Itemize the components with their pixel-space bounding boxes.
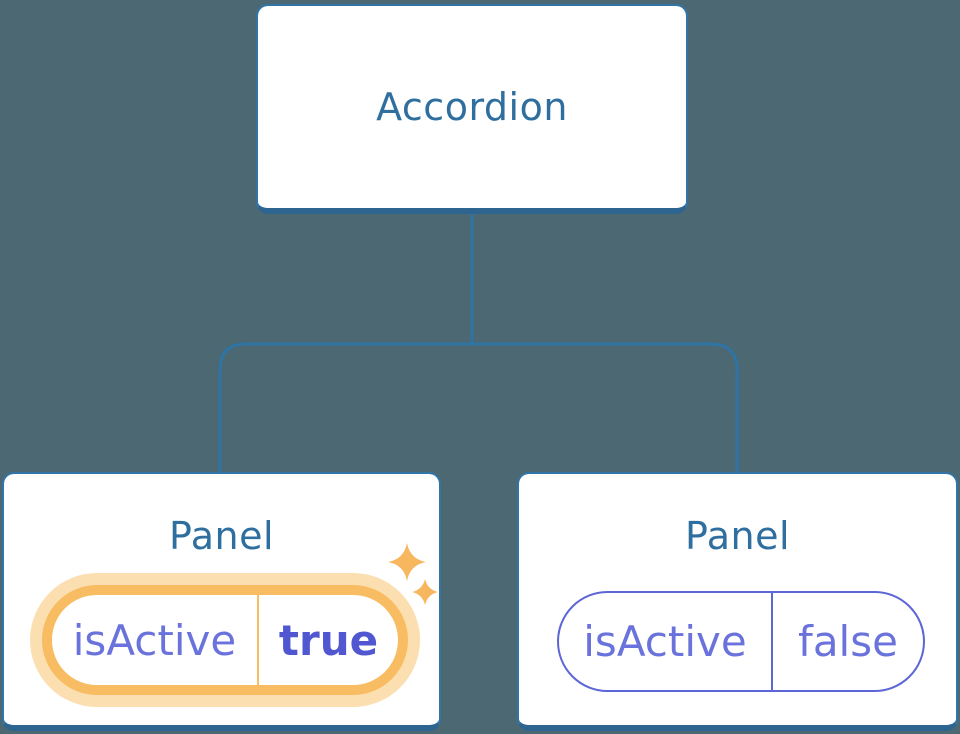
state-pill-active: isActive true (42, 585, 408, 695)
state-key-label: isActive (72, 615, 237, 665)
panel-inactive-label: Panel (684, 514, 790, 558)
state-value-label: true (278, 615, 379, 665)
accordion-node: Accordion (256, 4, 688, 214)
pill-divider (771, 593, 773, 690)
pill-divider (257, 595, 259, 685)
state-pill-inactive: isActive false (557, 591, 925, 692)
state-key-label: isActive (583, 617, 747, 666)
accordion-node-label: Accordion (376, 85, 568, 129)
panel-node-active: Panel isActive true (2, 472, 441, 731)
state-value-label: false (798, 617, 898, 666)
panel-active-label: Panel (168, 514, 274, 558)
connector-branch (218, 342, 739, 472)
panel-node-inactive: Panel isActive false (517, 472, 958, 731)
sparkles-icon (388, 543, 438, 605)
